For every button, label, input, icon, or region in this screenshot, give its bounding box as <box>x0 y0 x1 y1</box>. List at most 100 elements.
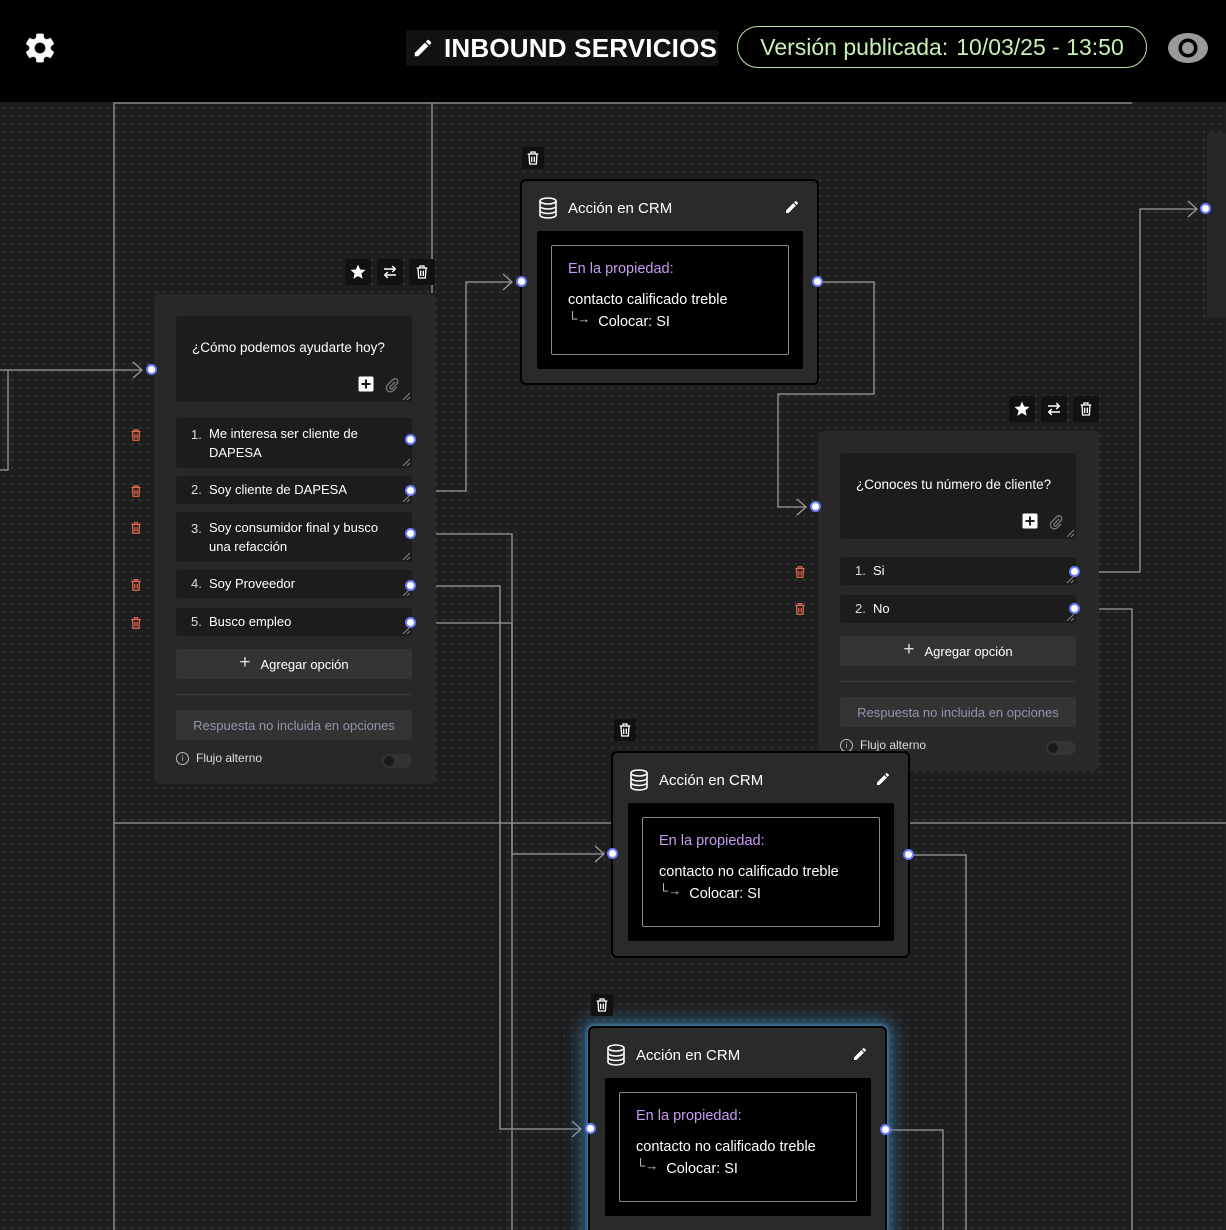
trash-icon[interactable] <box>793 565 807 579</box>
option-label: Soy cliente de DAPESA <box>209 482 348 497</box>
flow-title-editor[interactable]: INBOUND SERVICIOS <box>406 30 718 66</box>
wire <box>418 585 581 1130</box>
paperclip-icon[interactable] <box>384 377 400 393</box>
delete-crm-node-button[interactable] <box>591 994 613 1016</box>
question-textbox[interactable]: ¿Cómo podemos ayudarte hoy? <box>176 316 412 402</box>
crm-action-body: En la propiedad: contacto no calificado … <box>628 803 894 941</box>
paperclip-icon[interactable] <box>1048 514 1064 530</box>
crm-property-box: En la propiedad: contacto no calificado … <box>642 817 880 927</box>
plus-square-icon[interactable] <box>358 376 374 392</box>
trash-icon <box>416 265 428 279</box>
delete-node-button[interactable] <box>409 259 435 285</box>
version-datetime: 10/03/25 - 13:50 <box>956 33 1124 60</box>
favorite-node-button[interactable] <box>345 259 371 285</box>
gear-icon[interactable] <box>22 30 58 66</box>
crm-action-body: En la propiedad: contacto no calificado … <box>605 1078 871 1216</box>
wire <box>436 622 604 855</box>
trash-icon <box>619 723 631 737</box>
input-port[interactable] <box>146 364 157 375</box>
no-match-option-button[interactable]: Respuesta no incluida en opciones <box>840 697 1076 727</box>
input-port[interactable] <box>516 276 527 287</box>
delete-crm-node-button[interactable] <box>522 147 544 169</box>
option-output-port[interactable] <box>1069 566 1080 577</box>
wire <box>777 281 875 508</box>
crm-node-title: Acción en CRM <box>659 771 764 789</box>
resize-handle-icon[interactable] <box>1066 613 1074 621</box>
output-port[interactable] <box>880 1124 891 1135</box>
top-bar: INBOUND SERVICIOS Versión publicada: 10/… <box>0 0 1226 102</box>
trash-icon[interactable] <box>793 602 807 616</box>
add-option-label: Agregar opción <box>260 656 349 672</box>
resize-handle-icon[interactable] <box>402 458 410 466</box>
trash-icon[interactable] <box>129 428 143 442</box>
option-item[interactable]: 2. Soy cliente de DAPESA <box>176 476 412 504</box>
eye-icon[interactable] <box>1166 30 1210 66</box>
alt-flow-toggle[interactable] <box>382 754 412 768</box>
option-item[interactable]: 2. No <box>840 595 1076 623</box>
wire <box>571 1120 582 1138</box>
option-label: Si <box>873 563 885 578</box>
question-node[interactable]: ¿Cómo podemos ayudarte hoy? 1. Me intere… <box>154 294 436 784</box>
option-item[interactable]: 5. Busco empleo <box>176 608 412 636</box>
option-item[interactable]: 1. Me interesa ser cliente de DAPESA <box>176 418 412 468</box>
favorite-node-button[interactable] <box>1009 396 1035 422</box>
trash-icon[interactable] <box>129 484 143 498</box>
crm-property-box: En la propiedad: contacto calificado tre… <box>551 245 789 355</box>
trash-icon[interactable] <box>129 616 143 630</box>
option-number: 3. <box>191 521 202 536</box>
resize-handle-icon[interactable] <box>1066 529 1074 537</box>
resize-handle-icon[interactable] <box>402 552 410 560</box>
question-textbox[interactable]: ¿Conoces tu número de cliente? <box>840 453 1076 539</box>
question-node[interactable]: ¿Conoces tu número de cliente? 1. Si 2. … <box>818 431 1099 771</box>
option-label: Soy Proveedor <box>209 576 295 591</box>
wire <box>913 854 967 1230</box>
plus-icon: + <box>239 652 251 673</box>
add-option-button[interactable]: + Agregar opción <box>176 649 412 679</box>
input-port[interactable] <box>585 1123 596 1134</box>
trash-icon[interactable] <box>129 578 143 592</box>
pencil-icon[interactable] <box>852 1046 868 1062</box>
option-item[interactable]: 1. Si <box>840 557 1076 585</box>
delete-crm-node-button[interactable] <box>614 719 636 741</box>
option-output-port[interactable] <box>405 617 416 628</box>
option-item[interactable]: 4. Soy Proveedor <box>176 570 412 598</box>
swap-node-button[interactable] <box>1041 396 1067 422</box>
option-output-port[interactable] <box>405 528 416 539</box>
plus-square-icon[interactable] <box>1022 513 1038 529</box>
resize-handle-icon[interactable] <box>402 392 410 400</box>
input-port[interactable] <box>810 501 821 512</box>
version-label: Versión publicada: <box>760 33 949 60</box>
option-item[interactable]: 3. Soy consumidor final y busco una refa… <box>176 512 412 562</box>
trash-icon[interactable] <box>129 521 143 535</box>
option-output-port[interactable] <box>405 434 416 445</box>
wire <box>1080 208 1197 573</box>
input-port[interactable] <box>1200 203 1211 214</box>
wire <box>1187 200 1198 218</box>
alt-flow-label: Flujo alterno <box>860 738 927 752</box>
output-port[interactable] <box>812 276 823 287</box>
option-number: 2. <box>855 601 866 616</box>
crm-action-node[interactable]: Acción en CRM En la propiedad: contacto … <box>611 751 910 958</box>
set-value-label: Colocar: SI <box>666 1161 738 1177</box>
no-match-option-button[interactable]: Respuesta no incluida en opciones <box>176 710 412 740</box>
no-match-label: Respuesta no incluida en opciones <box>193 717 395 733</box>
option-output-port[interactable] <box>405 580 416 591</box>
alt-flow-toggle[interactable] <box>1046 741 1076 755</box>
option-label: No <box>873 601 890 616</box>
star-icon <box>350 264 366 279</box>
option-label: Busco empleo <box>209 614 292 629</box>
property-label: En la propiedad: <box>568 261 674 277</box>
option-output-port[interactable] <box>1069 603 1080 614</box>
output-port[interactable] <box>903 849 914 860</box>
swap-node-button[interactable] <box>377 259 403 285</box>
delete-node-button[interactable] <box>1073 396 1099 422</box>
side-node-edge <box>1207 133 1226 317</box>
pencil-icon[interactable] <box>784 199 800 215</box>
add-option-button[interactable]: + Agregar opción <box>840 636 1076 666</box>
option-output-port[interactable] <box>405 485 416 496</box>
pencil-icon[interactable] <box>875 771 891 787</box>
crm-action-node-selected[interactable]: Acción en CRM En la propiedad: contacto … <box>588 1026 887 1230</box>
input-port[interactable] <box>607 848 618 859</box>
crm-action-node[interactable]: Acción en CRM En la propiedad: contacto … <box>520 179 819 385</box>
